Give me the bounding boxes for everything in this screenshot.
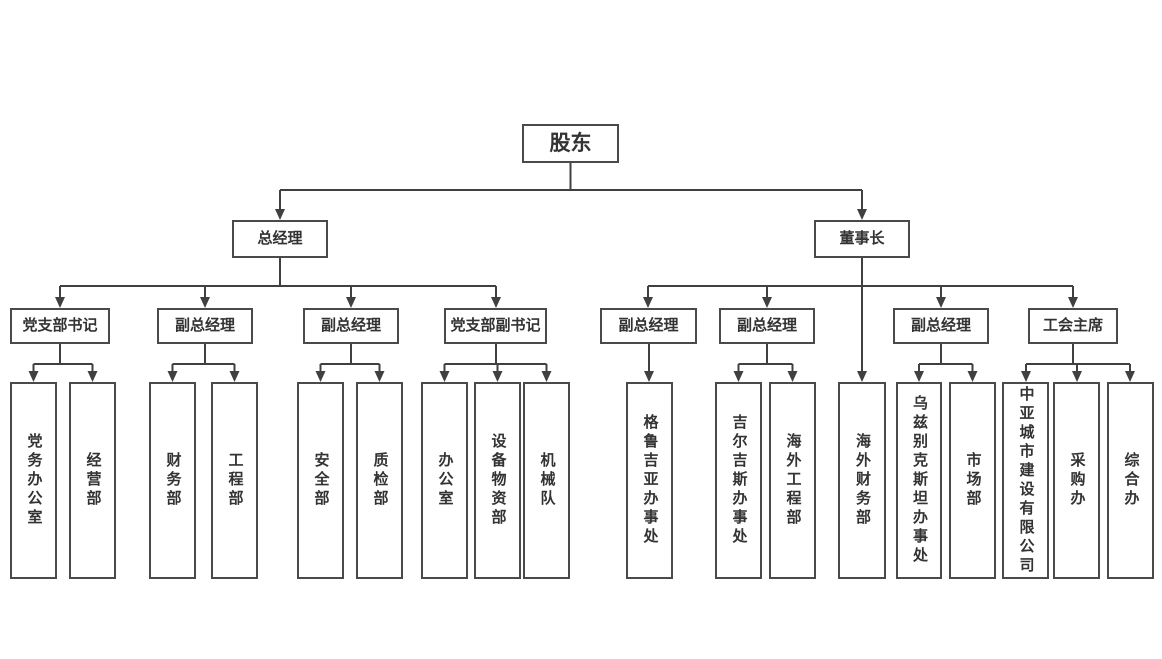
node-union-chairman: 工会主席 <box>1028 308 1118 344</box>
node-deputy-gm-5: 副总经理 <box>893 308 989 344</box>
node-chairman: 董事长 <box>814 220 910 258</box>
node-shareholders-label: 股东 <box>549 131 592 155</box>
node-operations-dept: 经营部 <box>69 382 116 579</box>
node-central-asia-city-construction: 中亚城市建设有限公司 <box>1002 382 1049 579</box>
node-chairman-label: 董事长 <box>839 230 885 247</box>
node-finance-dept: 财务部 <box>149 382 196 579</box>
node-party-affairs-office: 党务办公室 <box>10 382 57 579</box>
node-procurement-office: 采购办 <box>1053 382 1100 579</box>
node-office: 办公室 <box>421 382 468 579</box>
node-georgia-office: 格鲁吉亚办事处 <box>626 382 673 579</box>
node-overseas-engineering-dept: 海外工程部 <box>769 382 816 579</box>
node-general-manager-label: 总经理 <box>257 230 303 247</box>
node-shareholders: 股东 <box>522 124 619 163</box>
node-safety-dept: 安全部 <box>297 382 344 579</box>
node-deputy-gm-1: 副总经理 <box>157 308 253 344</box>
node-engineering-dept: 工程部 <box>211 382 258 579</box>
node-overseas-finance-dept: 海外财务部 <box>838 382 886 579</box>
node-general-manager: 总经理 <box>232 220 328 258</box>
node-deputy-gm-4: 副总经理 <box>719 308 815 344</box>
arrowheads <box>28 209 1135 382</box>
node-party-branch-secretary: 党支部书记 <box>10 308 110 344</box>
node-deputy-gm-2: 副总经理 <box>303 308 399 344</box>
node-kyrgyzstan-office: 吉尔吉斯办事处 <box>715 382 762 579</box>
node-quality-inspection-dept: 质检部 <box>356 382 403 579</box>
node-party-branch-deputy-secretary: 党支部副书记 <box>444 308 547 344</box>
node-deputy-gm-3: 副总经理 <box>600 308 697 344</box>
node-machinery-team: 机械队 <box>523 382 570 579</box>
node-equipment-materials-dept: 设备物资部 <box>474 382 521 579</box>
node-general-office: 综合办 <box>1107 382 1154 579</box>
node-uzbekistan-office: 乌兹别克斯坦办事处 <box>896 382 942 579</box>
node-marketing-dept: 市场部 <box>949 382 996 579</box>
